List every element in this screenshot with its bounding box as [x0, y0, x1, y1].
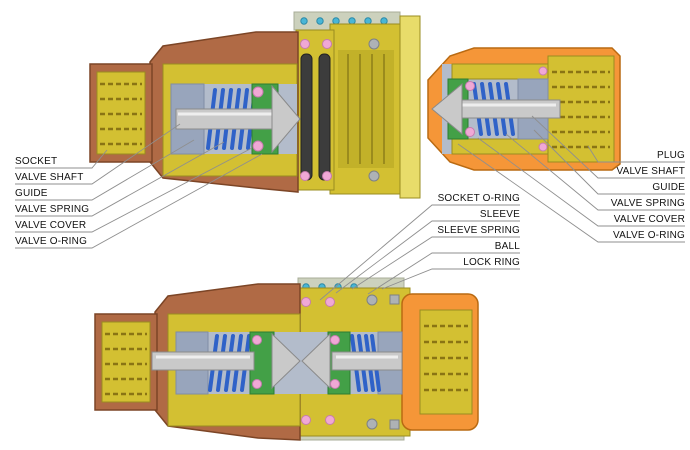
socket-valve-cone: [271, 84, 301, 154]
ball-bearing: [366, 294, 378, 306]
label-ball: BALL: [494, 241, 520, 252]
label-socket-valve-cover: VALVE COVER: [15, 220, 87, 231]
label-lock-ring: LOCK RING: [463, 257, 520, 268]
assembled-valve-shaft-left: [151, 351, 255, 371]
plug-valve-cone: [431, 82, 463, 136]
ball-bearing: [368, 38, 380, 50]
lock-ring: [389, 294, 400, 305]
assembled-valve-cone-right: [301, 332, 331, 390]
label-sleeve-spring: SLEEVE SPRING: [437, 225, 520, 236]
socket-end-cap: [399, 15, 421, 199]
label-socket-oring: SOCKET O-RING: [437, 193, 520, 204]
label-plug-valve-shaft: VALVE SHAFT: [616, 166, 685, 177]
socket-oring-seal: [300, 39, 310, 49]
plug-section-view: [427, 47, 621, 171]
label-plug: PLUG: [656, 150, 685, 161]
leader-lines: [15, 115, 685, 301]
assembled-section-view: [94, 277, 479, 441]
label-socket-valve-spring: VALVE SPRING: [15, 204, 90, 215]
assembled-valve-cone-left: [271, 332, 301, 390]
socket-section-view: [89, 11, 421, 199]
ball-bearing: [366, 418, 378, 430]
valve-oring-seal: [465, 127, 475, 137]
assembled-valve-shaft-right: [331, 351, 403, 371]
ball-bearing: [368, 170, 380, 182]
label-plug-valve-cover: VALVE COVER: [613, 214, 685, 225]
label-sleeve: SLEEVE: [479, 209, 520, 220]
main-oring: [318, 53, 331, 181]
valve-oring-seal: [252, 86, 264, 98]
lock-ring: [389, 419, 400, 430]
label-plug-guide: GUIDE: [652, 182, 685, 193]
label-socket-guide: GUIDE: [15, 188, 48, 199]
socket-oring-seal: [301, 297, 311, 307]
label-socket-valve-oring: VALVE O-RING: [15, 236, 88, 247]
label-plug-valve-oring: VALVE O-RING: [612, 230, 685, 241]
valve-oring-seal: [252, 140, 264, 152]
valve-oring-seal: [465, 81, 475, 91]
socket-oring-seal: [322, 39, 332, 49]
main-oring: [300, 53, 313, 181]
label-plug-valve-spring: VALVE SPRING: [610, 198, 685, 209]
socket-valve-shaft: [175, 108, 275, 130]
label-socket: SOCKET: [15, 156, 58, 167]
plug-valve-shaft: [457, 99, 561, 119]
label-socket-valve-shaft: VALVE SHAFT: [15, 172, 84, 183]
